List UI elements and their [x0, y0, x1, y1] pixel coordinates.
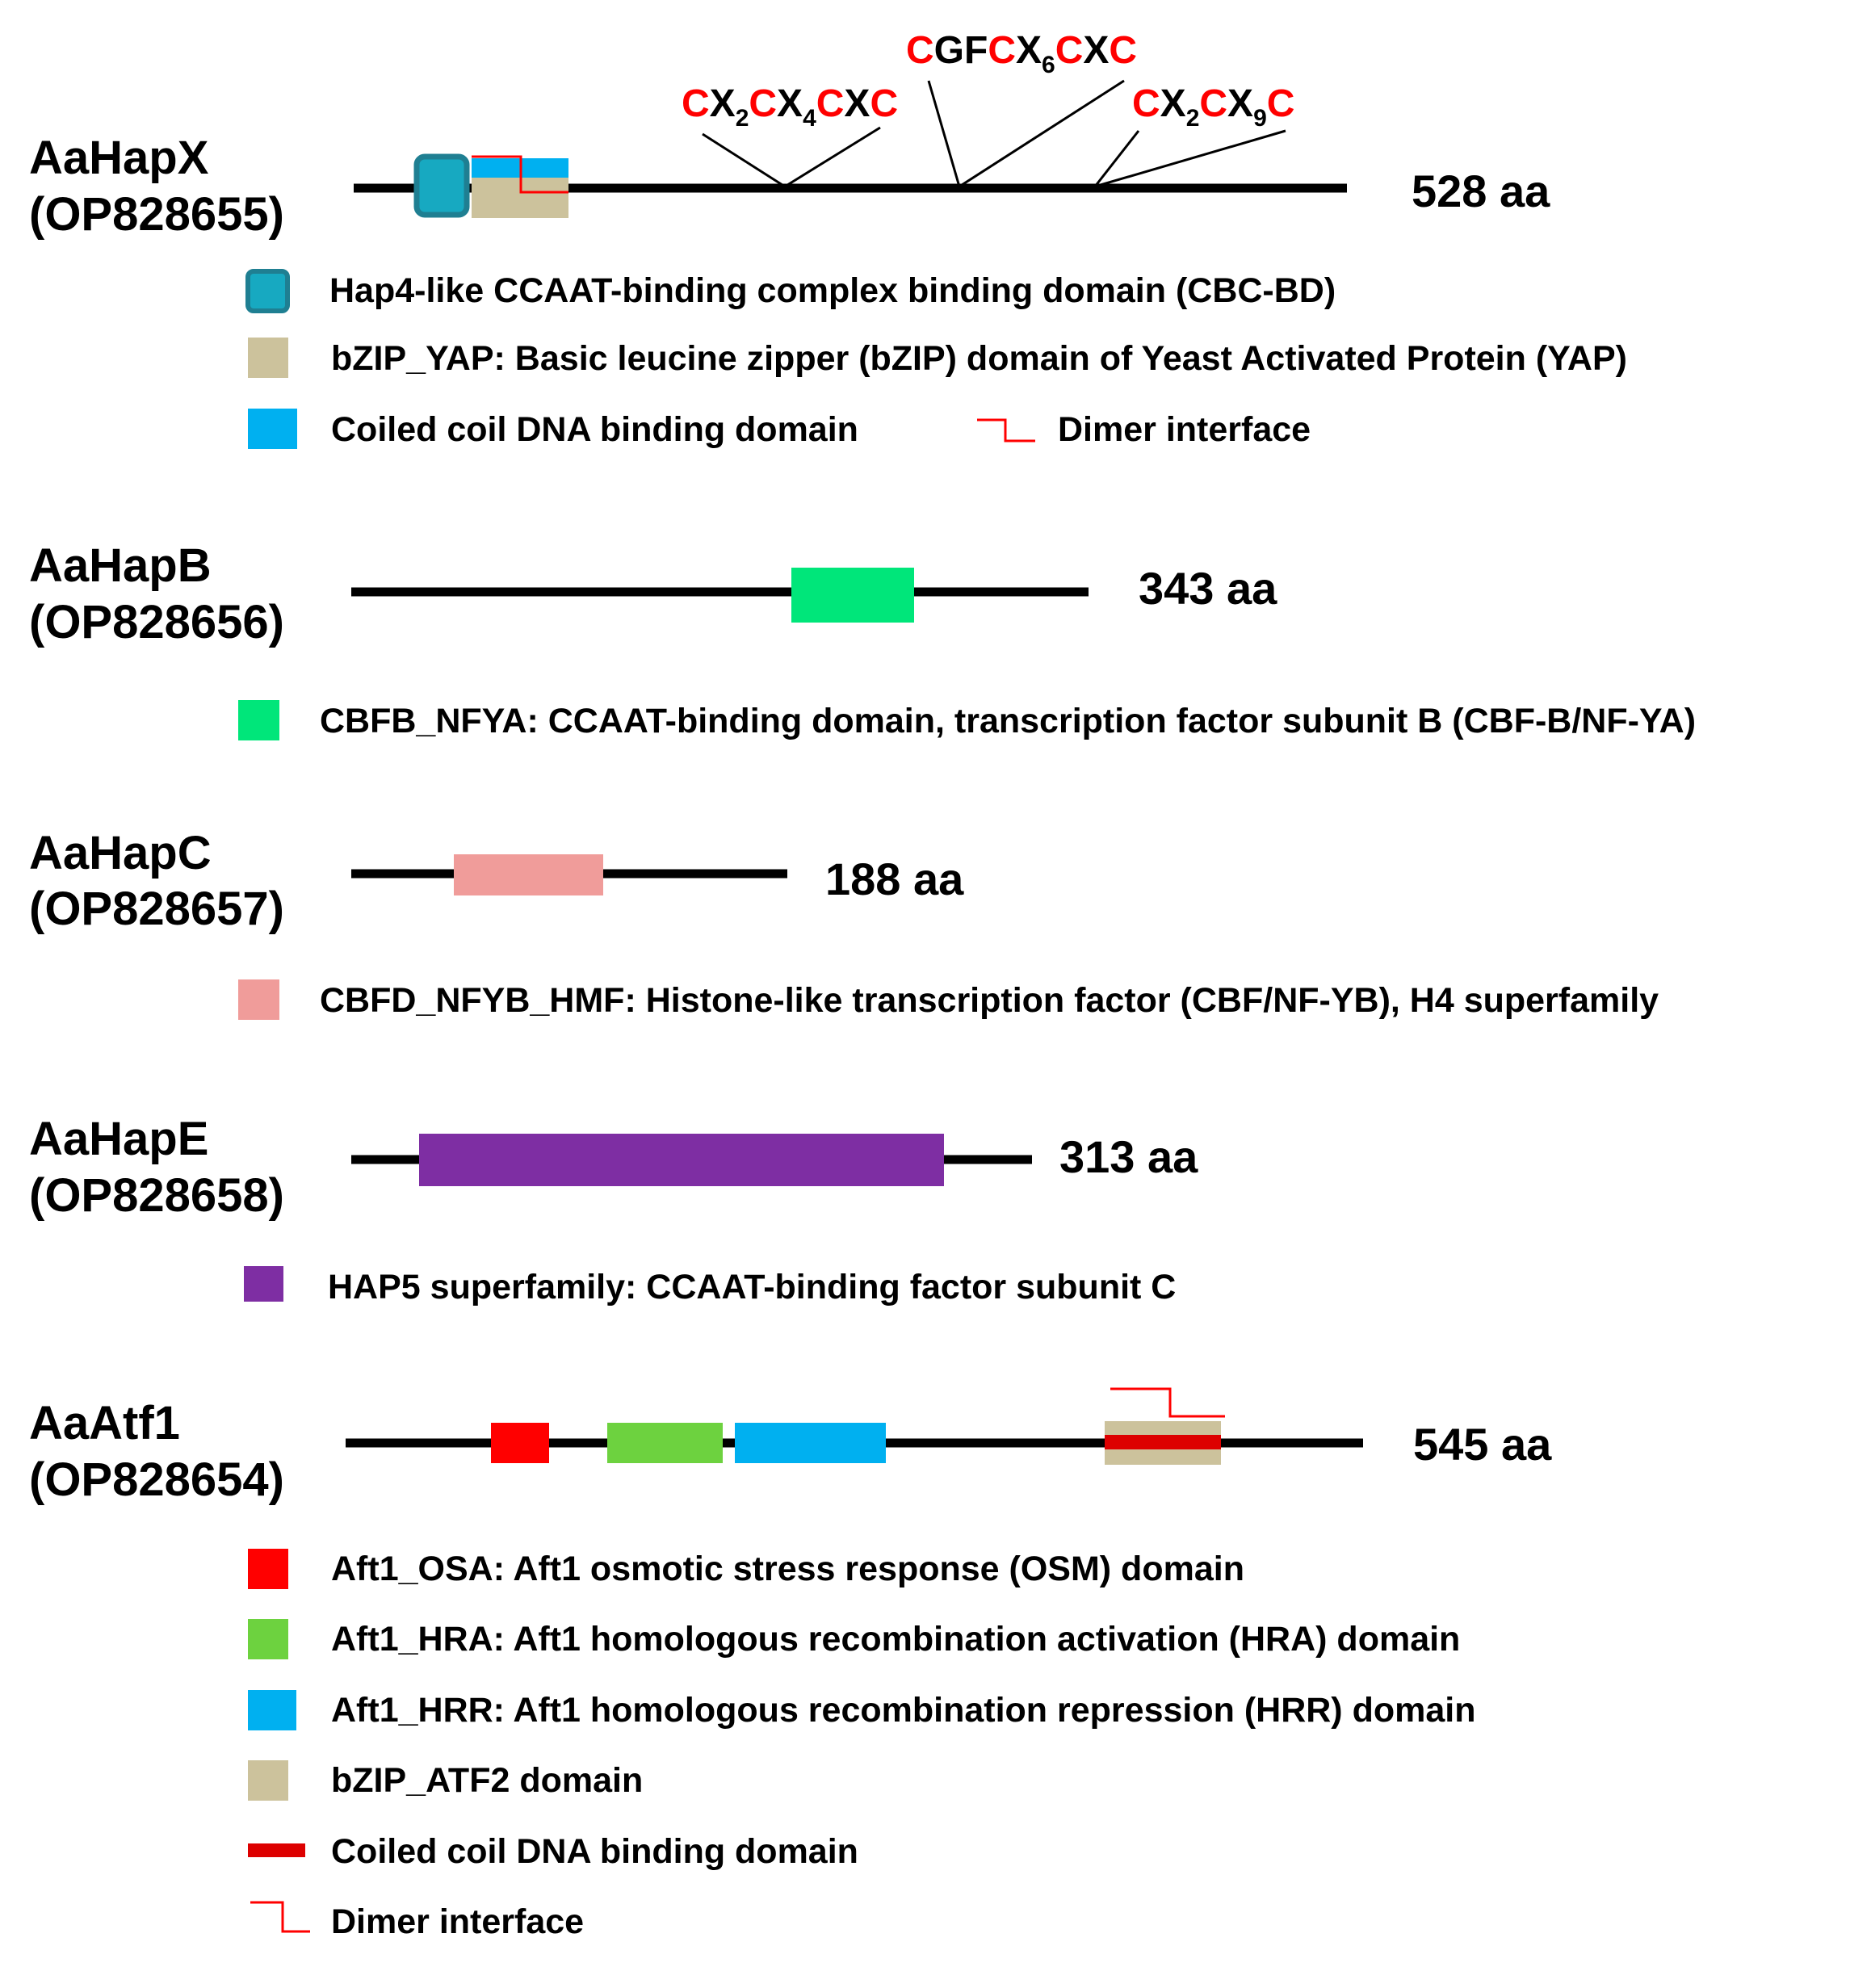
legend-cbc-label: Hap4-like CCAAT-binding complex binding … — [329, 271, 1336, 310]
protein-hapb: AaHapB (OP828656) 343 aa CBFB_NFYA: CCAA… — [29, 539, 1696, 740]
motif-part: X — [844, 82, 870, 125]
hape-hap5-domain — [419, 1134, 944, 1186]
legend-dimer-mark — [977, 418, 1035, 442]
cysteine-motif-2: CGFCX6CXC — [906, 29, 1137, 78]
legend-atf1-dimer-mark — [250, 1901, 310, 1933]
legend-bzip-atf2-swatch — [248, 1760, 288, 1801]
atf1-length: 545 aa — [1413, 1419, 1552, 1470]
motif-part: GF — [934, 29, 988, 72]
motif-part: C — [682, 82, 710, 125]
hapc-length: 188 aa — [825, 853, 964, 904]
hape-accession: (OP828658) — [29, 1169, 284, 1222]
legend-coil-red-label: Coiled coil DNA binding domain — [331, 1832, 858, 1871]
hapx-dimer-interface-mark — [472, 155, 568, 194]
motif-part: X — [1227, 82, 1253, 125]
hapc-cbfd-nfyb-hmf-domain — [454, 854, 603, 895]
legend-coil-red-swatch — [248, 1843, 305, 1857]
legend-coil-blue-label: Coiled coil DNA binding domain — [331, 410, 858, 449]
hapx-length: 528 aa — [1412, 166, 1550, 216]
motif-part: C — [1132, 82, 1160, 125]
motif-part: X — [1016, 29, 1042, 72]
legend-osa-label: Aft1_OSA: Aft1 osmotic stress response (… — [331, 1550, 1244, 1588]
hapx-name: AaHapX — [29, 132, 209, 184]
motif-part: 2 — [736, 105, 749, 132]
motif3-connector — [1091, 129, 1286, 189]
cysteine-motif-3: CX2CX9C — [1132, 82, 1294, 132]
legend-bzip-yap-label: bZIP_YAP: Basic leucine zipper (bZIP) do… — [331, 339, 1627, 378]
legend-hrr-label: Aft1_HRR: Aft1 homologous recombination … — [331, 1691, 1475, 1730]
legend-cbfd-swatch — [238, 979, 279, 1020]
motif-part: C — [988, 29, 1016, 72]
motif2-connector — [927, 79, 1125, 189]
hapb-accession: (OP828656) — [29, 596, 284, 648]
hapb-name: AaHapB — [29, 539, 212, 592]
hape-length: 313 aa — [1059, 1131, 1198, 1182]
motif-part: 2 — [1186, 105, 1200, 132]
atf1-accession: (OP828654) — [29, 1453, 284, 1506]
atf1-name: AaAtf1 — [29, 1397, 180, 1449]
atf1-osa-domain — [491, 1423, 549, 1463]
hapx-accession: (OP828655) — [29, 188, 284, 241]
legend-cbfd-label: CBFD_NFYB_HMF: Histone-like transcriptio… — [320, 981, 1659, 1020]
legend-cbfb-swatch — [238, 700, 279, 740]
motif-part: X — [1160, 82, 1186, 125]
motif-part: C — [1267, 82, 1295, 125]
motif-part: C — [870, 82, 898, 125]
legend-osa-swatch — [248, 1549, 288, 1589]
legend-atf1-dimer-label: Dimer interface — [331, 1902, 584, 1941]
motif-part: C — [906, 29, 934, 72]
protein-hapc: AaHapC (OP828657) 188 aa CBFD_NFYB_HMF: … — [29, 827, 1659, 1020]
legend-hrr-swatch — [248, 1690, 296, 1730]
legend-hap5-swatch — [244, 1266, 283, 1302]
atf1-coiled-coil-domain — [1105, 1435, 1221, 1449]
motif-part: 9 — [1253, 105, 1267, 132]
protein-atf1: AaAtf1 (OP828654) 545 aa Aft1_OSA: Aft1 … — [29, 1387, 1552, 1941]
hapb-length: 343 aa — [1139, 563, 1277, 614]
legend-coil-blue-swatch — [248, 409, 297, 449]
motif-part: C — [816, 82, 845, 125]
motif-part: X — [777, 82, 803, 125]
hapc-name: AaHapC — [29, 827, 212, 879]
legend-cbc-swatch — [245, 269, 290, 313]
atf1-dimer-interface-mark — [1110, 1387, 1225, 1418]
motif-part: 4 — [803, 105, 816, 132]
cysteine-motif-1: CX2CX4CXC — [682, 82, 898, 132]
motif-part: C — [1199, 82, 1227, 125]
legend-bzip-atf2-label: bZIP_ATF2 domain — [331, 1761, 643, 1800]
hapb-cbfb-nfya-domain — [791, 568, 914, 623]
hapx-cbc-bd-domain — [413, 153, 470, 218]
hape-name: AaHapE — [29, 1113, 208, 1165]
legend-hap5-label: HAP5 superfamily: CCAAT-binding factor s… — [328, 1268, 1176, 1306]
motif1-connector — [702, 126, 881, 188]
motif-part: 6 — [1042, 52, 1055, 78]
legend-hra-label: Aft1_HRA: Aft1 homologous recombination … — [331, 1620, 1460, 1659]
legend-cbfb-label: CBFB_NFYA: CCAAT-binding domain, transcr… — [320, 702, 1696, 740]
protein-hapx: AaHapX (OP828655) CX2CX4CXC CGFCX6CXC CX… — [29, 29, 1627, 449]
motif-part: C — [1109, 29, 1137, 72]
motif-part: C — [1055, 29, 1084, 72]
legend-dimer-label: Dimer interface — [1058, 410, 1311, 449]
hapc-accession: (OP828657) — [29, 883, 284, 935]
motif-part: X — [710, 82, 736, 125]
protein-hape: AaHapE (OP828658) 313 aa HAP5 superfamil… — [29, 1113, 1198, 1306]
legend-hra-swatch — [248, 1619, 288, 1659]
atf1-hrr-domain — [735, 1423, 886, 1463]
atf1-hra-domain — [607, 1423, 723, 1463]
legend-bzip-yap-swatch — [248, 338, 288, 378]
motif-part: C — [749, 82, 777, 125]
motif-part: X — [1083, 29, 1109, 72]
